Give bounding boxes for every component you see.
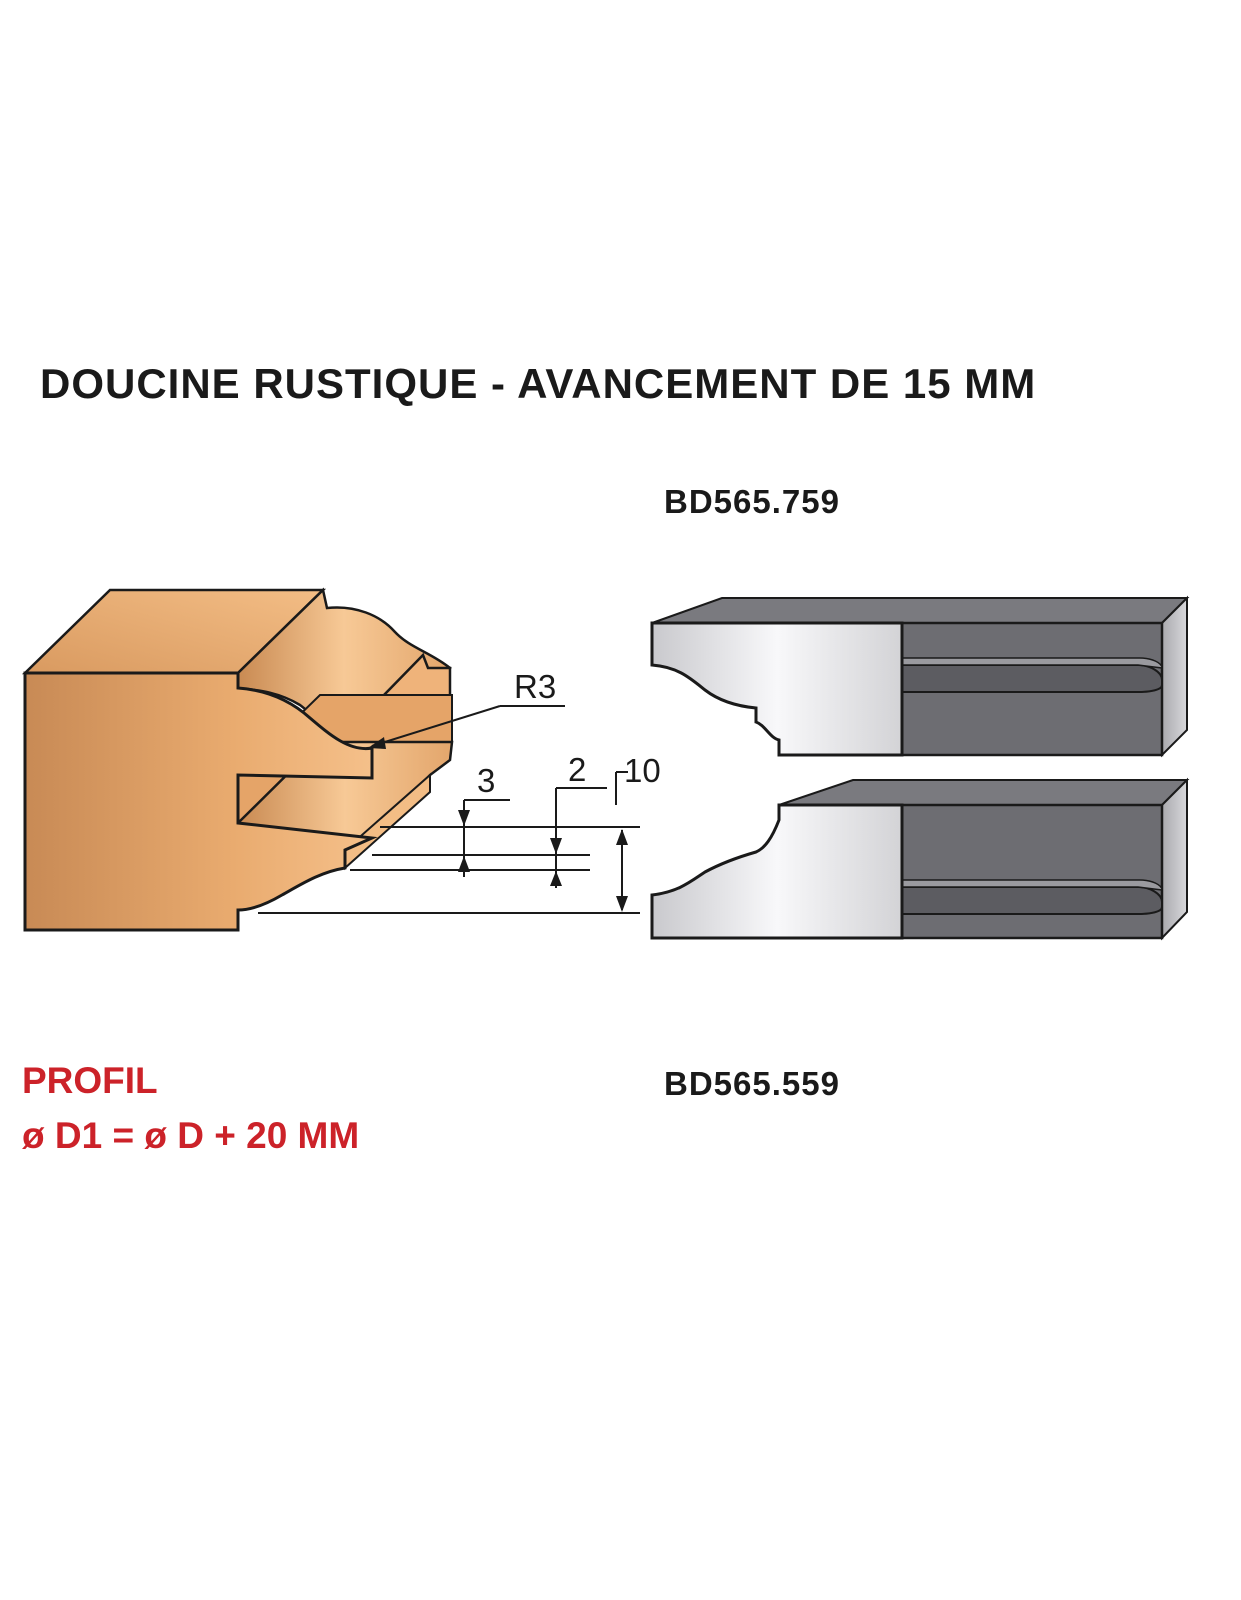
dimension-arrows: [458, 810, 628, 912]
dimension-10: 10: [624, 752, 661, 789]
blade-bottom: [650, 777, 1190, 941]
radius-callout: R3: [368, 668, 565, 749]
reference-top: BD565.759: [664, 483, 840, 520]
blade-top: [650, 595, 1190, 758]
radius-label: R3: [514, 668, 556, 705]
dimension-2: 2: [568, 751, 586, 788]
dimension-3: 3: [477, 762, 495, 799]
page-title: DOUCINE RUSTIQUE - AVANCEMENT DE 15 MM: [40, 360, 1037, 407]
dimension-lines: [258, 771, 640, 914]
wood-front-face: [23, 671, 378, 932]
profile-label: PROFIL: [22, 1060, 158, 1101]
wood-profile: [21, 587, 454, 932]
profile-formula: ø D1 = ø D + 20 MM: [22, 1115, 360, 1156]
reference-bottom: BD565.559: [664, 1065, 840, 1102]
